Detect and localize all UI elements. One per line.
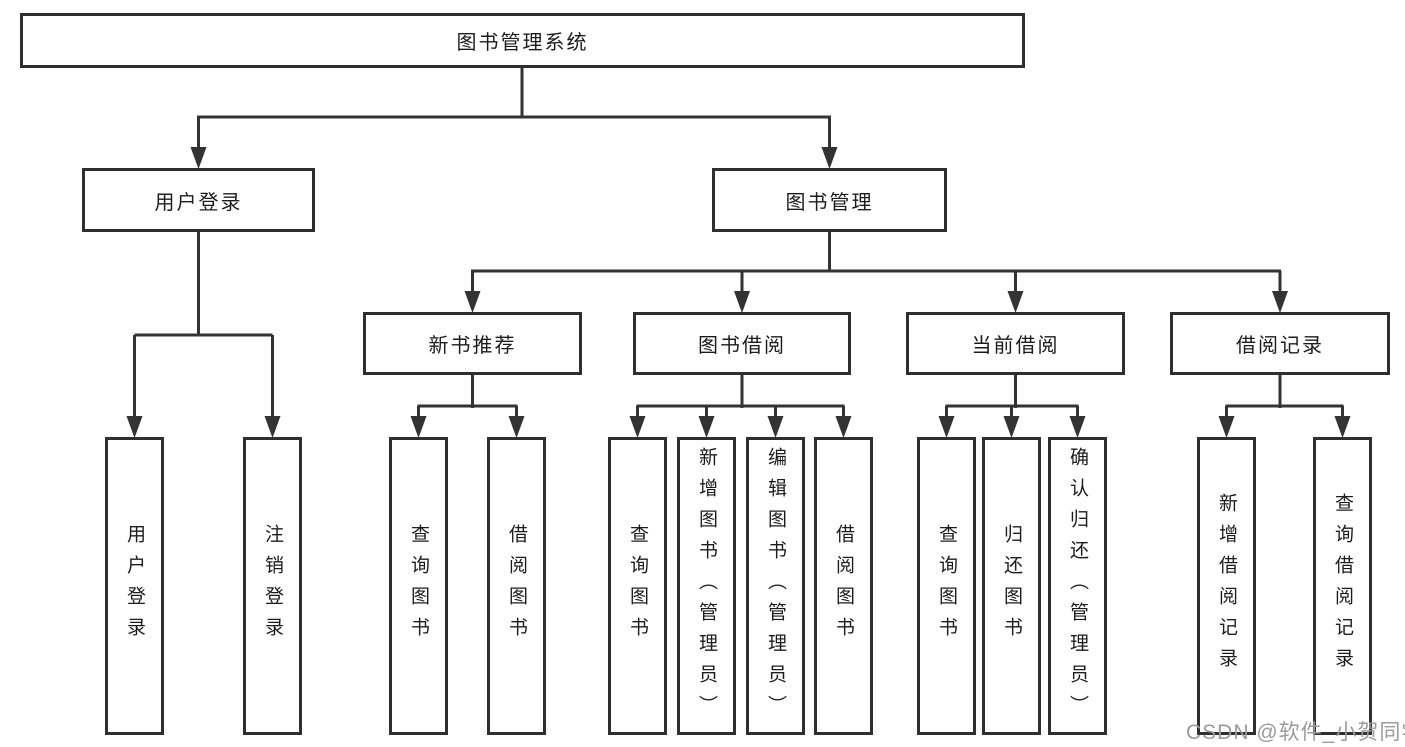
leaf-confirm-return-admin: 确认归还（管理员） [1048, 437, 1107, 735]
leaf-borrow-book-2: 借阅图书 [814, 437, 873, 735]
node-label: 图书管理 [785, 191, 874, 214]
node-book-management: 图书管理 [712, 168, 947, 232]
leaf-borrow-book: 借阅图书 [487, 437, 546, 735]
node-label: 编辑图书（管理员） [765, 446, 786, 726]
node-label: 查询图书 [627, 524, 648, 648]
leaf-logout: 注销登录 [243, 437, 302, 735]
node-label: 借阅图书 [506, 524, 527, 648]
node-label: 新增借阅记录 [1216, 493, 1237, 679]
leaf-add-borrow-record: 新增借阅记录 [1197, 437, 1256, 735]
node-label: 图书借阅 [698, 335, 786, 357]
node-label: 查询借阅记录 [1332, 493, 1353, 679]
node-label: 确认归还（管理员） [1067, 446, 1088, 726]
node-label: 借阅图书 [833, 524, 854, 648]
node-label: 归还图书 [1001, 524, 1022, 648]
node-label: 注销登录 [262, 524, 283, 648]
node-book-borrow: 图书借阅 [633, 312, 851, 375]
node-label: 用户登录 [154, 191, 243, 214]
node-label: 新增图书（管理员） [696, 446, 717, 726]
node-label: 查询图书 [936, 524, 957, 648]
leaf-query-borrow-record: 查询借阅记录 [1313, 437, 1372, 735]
leaf-add-book-admin: 新增图书（管理员） [677, 437, 736, 735]
leaf-return-book: 归还图书 [982, 437, 1041, 735]
node-label: 借阅记录 [1236, 335, 1324, 357]
node-label: 用户登录 [124, 524, 145, 648]
node-label: 当前借阅 [971, 335, 1060, 357]
node-current-borrow: 当前借阅 [906, 312, 1125, 375]
leaf-edit-book-admin: 编辑图书（管理员） [746, 437, 805, 735]
leaf-query-book-3: 查询图书 [917, 437, 976, 735]
node-label: 图书管理系统 [456, 32, 589, 54]
leaf-query-book-2: 查询图书 [608, 437, 667, 735]
node-borrow-records: 借阅记录 [1170, 312, 1390, 375]
node-library-management-system: 图书管理系统 [20, 13, 1025, 68]
leaf-query-book: 查询图书 [389, 437, 448, 735]
node-new-book-recommend: 新书推荐 [363, 312, 582, 375]
watermark: CSDN @软件_小贺同学 [1186, 721, 1405, 744]
node-label: 新书推荐 [428, 335, 517, 357]
arrow-down-icons [126, 147, 1351, 438]
node-label: 查询图书 [408, 524, 429, 648]
leaf-user-login: 用户登录 [105, 437, 164, 735]
node-user-login: 用户登录 [82, 168, 315, 232]
